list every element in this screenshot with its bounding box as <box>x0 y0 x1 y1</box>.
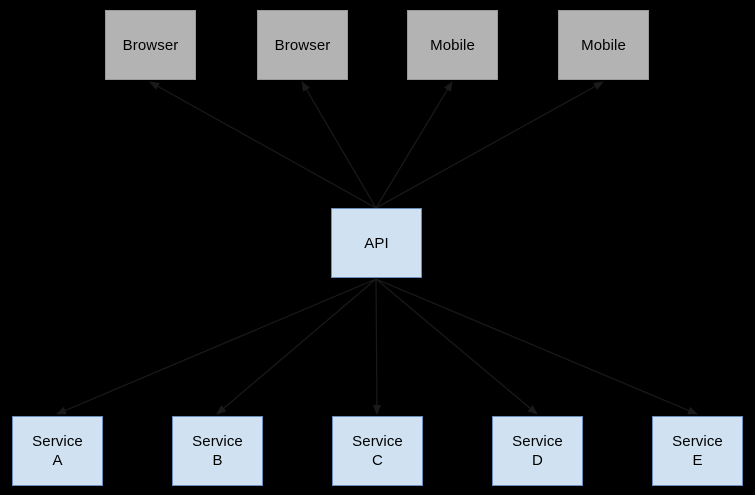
service-node-service-b[interactable]: Service B <box>172 416 263 486</box>
client-node-browser-1[interactable]: Browser <box>105 10 196 80</box>
service-node-service-d-label: Service D <box>512 433 563 469</box>
connector-arrow <box>372 278 381 415</box>
client-node-mobile-1[interactable]: Mobile <box>407 10 498 80</box>
client-node-mobile-1-label: Mobile <box>430 36 475 54</box>
client-node-mobile-2-label: Mobile <box>581 36 626 54</box>
connector-arrow <box>301 81 377 209</box>
service-node-service-a-label: Service A <box>32 433 83 469</box>
connector-arrow <box>375 81 453 209</box>
connector-arrow <box>375 278 698 415</box>
client-node-browser-2[interactable]: Browser <box>257 10 348 80</box>
api-node[interactable]: API <box>331 208 422 278</box>
service-node-service-d[interactable]: Service D <box>492 416 583 486</box>
api-node-label: API <box>364 234 389 252</box>
edge-group <box>56 81 698 415</box>
service-node-service-c[interactable]: Service C <box>332 416 423 486</box>
connector-arrow <box>149 81 377 209</box>
client-node-mobile-2[interactable]: Mobile <box>558 10 649 80</box>
client-node-browser-2-label: Browser <box>274 36 331 54</box>
connector-arrow <box>375 81 604 209</box>
connector-arrow <box>216 278 377 415</box>
connector-arrow <box>375 278 538 415</box>
service-node-service-b-label: Service B <box>192 433 243 469</box>
service-node-service-e-label: Service E <box>672 433 723 469</box>
service-node-service-c-label: Service C <box>352 433 403 469</box>
connector-arrow <box>56 278 377 415</box>
client-node-browser-1-label: Browser <box>122 36 179 54</box>
service-node-service-a[interactable]: Service A <box>12 416 103 486</box>
service-node-service-e[interactable]: Service E <box>652 416 743 486</box>
